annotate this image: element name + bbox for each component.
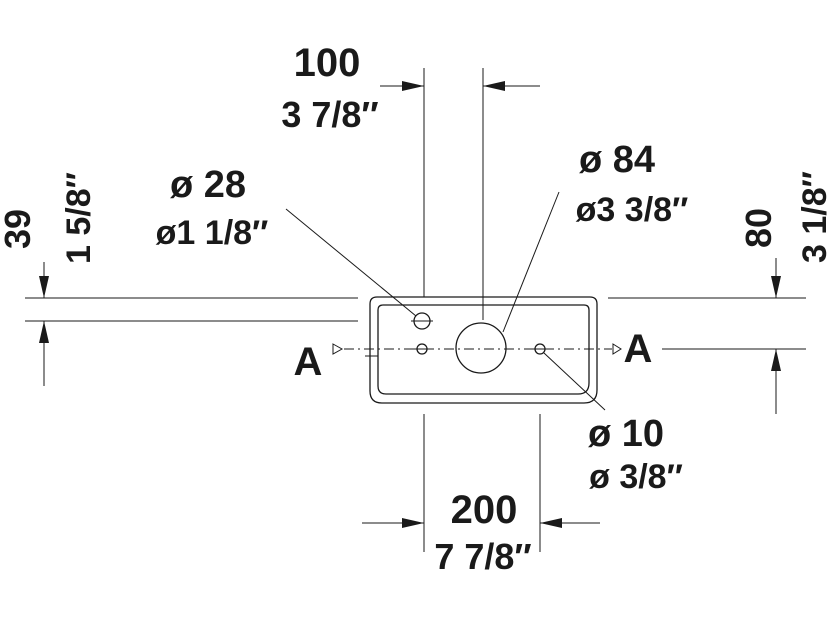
dim-80-in-label: 3 1/8″: [796, 171, 831, 263]
hole-10-in-label: ø 3/8″: [589, 458, 683, 496]
dim-39-arrows: [39, 262, 49, 386]
dim-80-mm-label: 80: [738, 208, 779, 248]
hole-28-mm-label: ø 28: [170, 164, 246, 206]
cistern-outline: [369, 296, 598, 404]
dim-200-arrows: [362, 518, 600, 528]
section-a-left-label: A: [294, 340, 323, 384]
hole-28-in-label: ø1 1/8″: [156, 214, 269, 252]
dim-100-in-label: 3 7/8″: [281, 94, 378, 135]
dim-200-in-label: 7 7/8″: [434, 536, 531, 577]
hole-84: [455, 322, 507, 374]
hole-84-in-label: ø3 3/8″: [576, 191, 689, 229]
section-line: [332, 343, 622, 357]
hole-10-mm-label: ø 10: [588, 413, 664, 455]
section-a-right-label: A: [624, 327, 653, 371]
extension-lines: [25, 68, 806, 552]
dim-100-mm-label: 100: [294, 41, 361, 85]
hole-84-mm-label: ø 84: [579, 139, 655, 181]
dim-80-arrows: [771, 258, 781, 414]
dim-39-mm-label: 39: [0, 209, 38, 249]
hole-28: [411, 312, 433, 330]
leader-lines: [285, 191, 606, 411]
dim-39-in-label: 1 5/8″: [60, 172, 98, 264]
dim-100-arrows: [380, 81, 540, 91]
dim-200-mm-label: 200: [451, 488, 518, 532]
